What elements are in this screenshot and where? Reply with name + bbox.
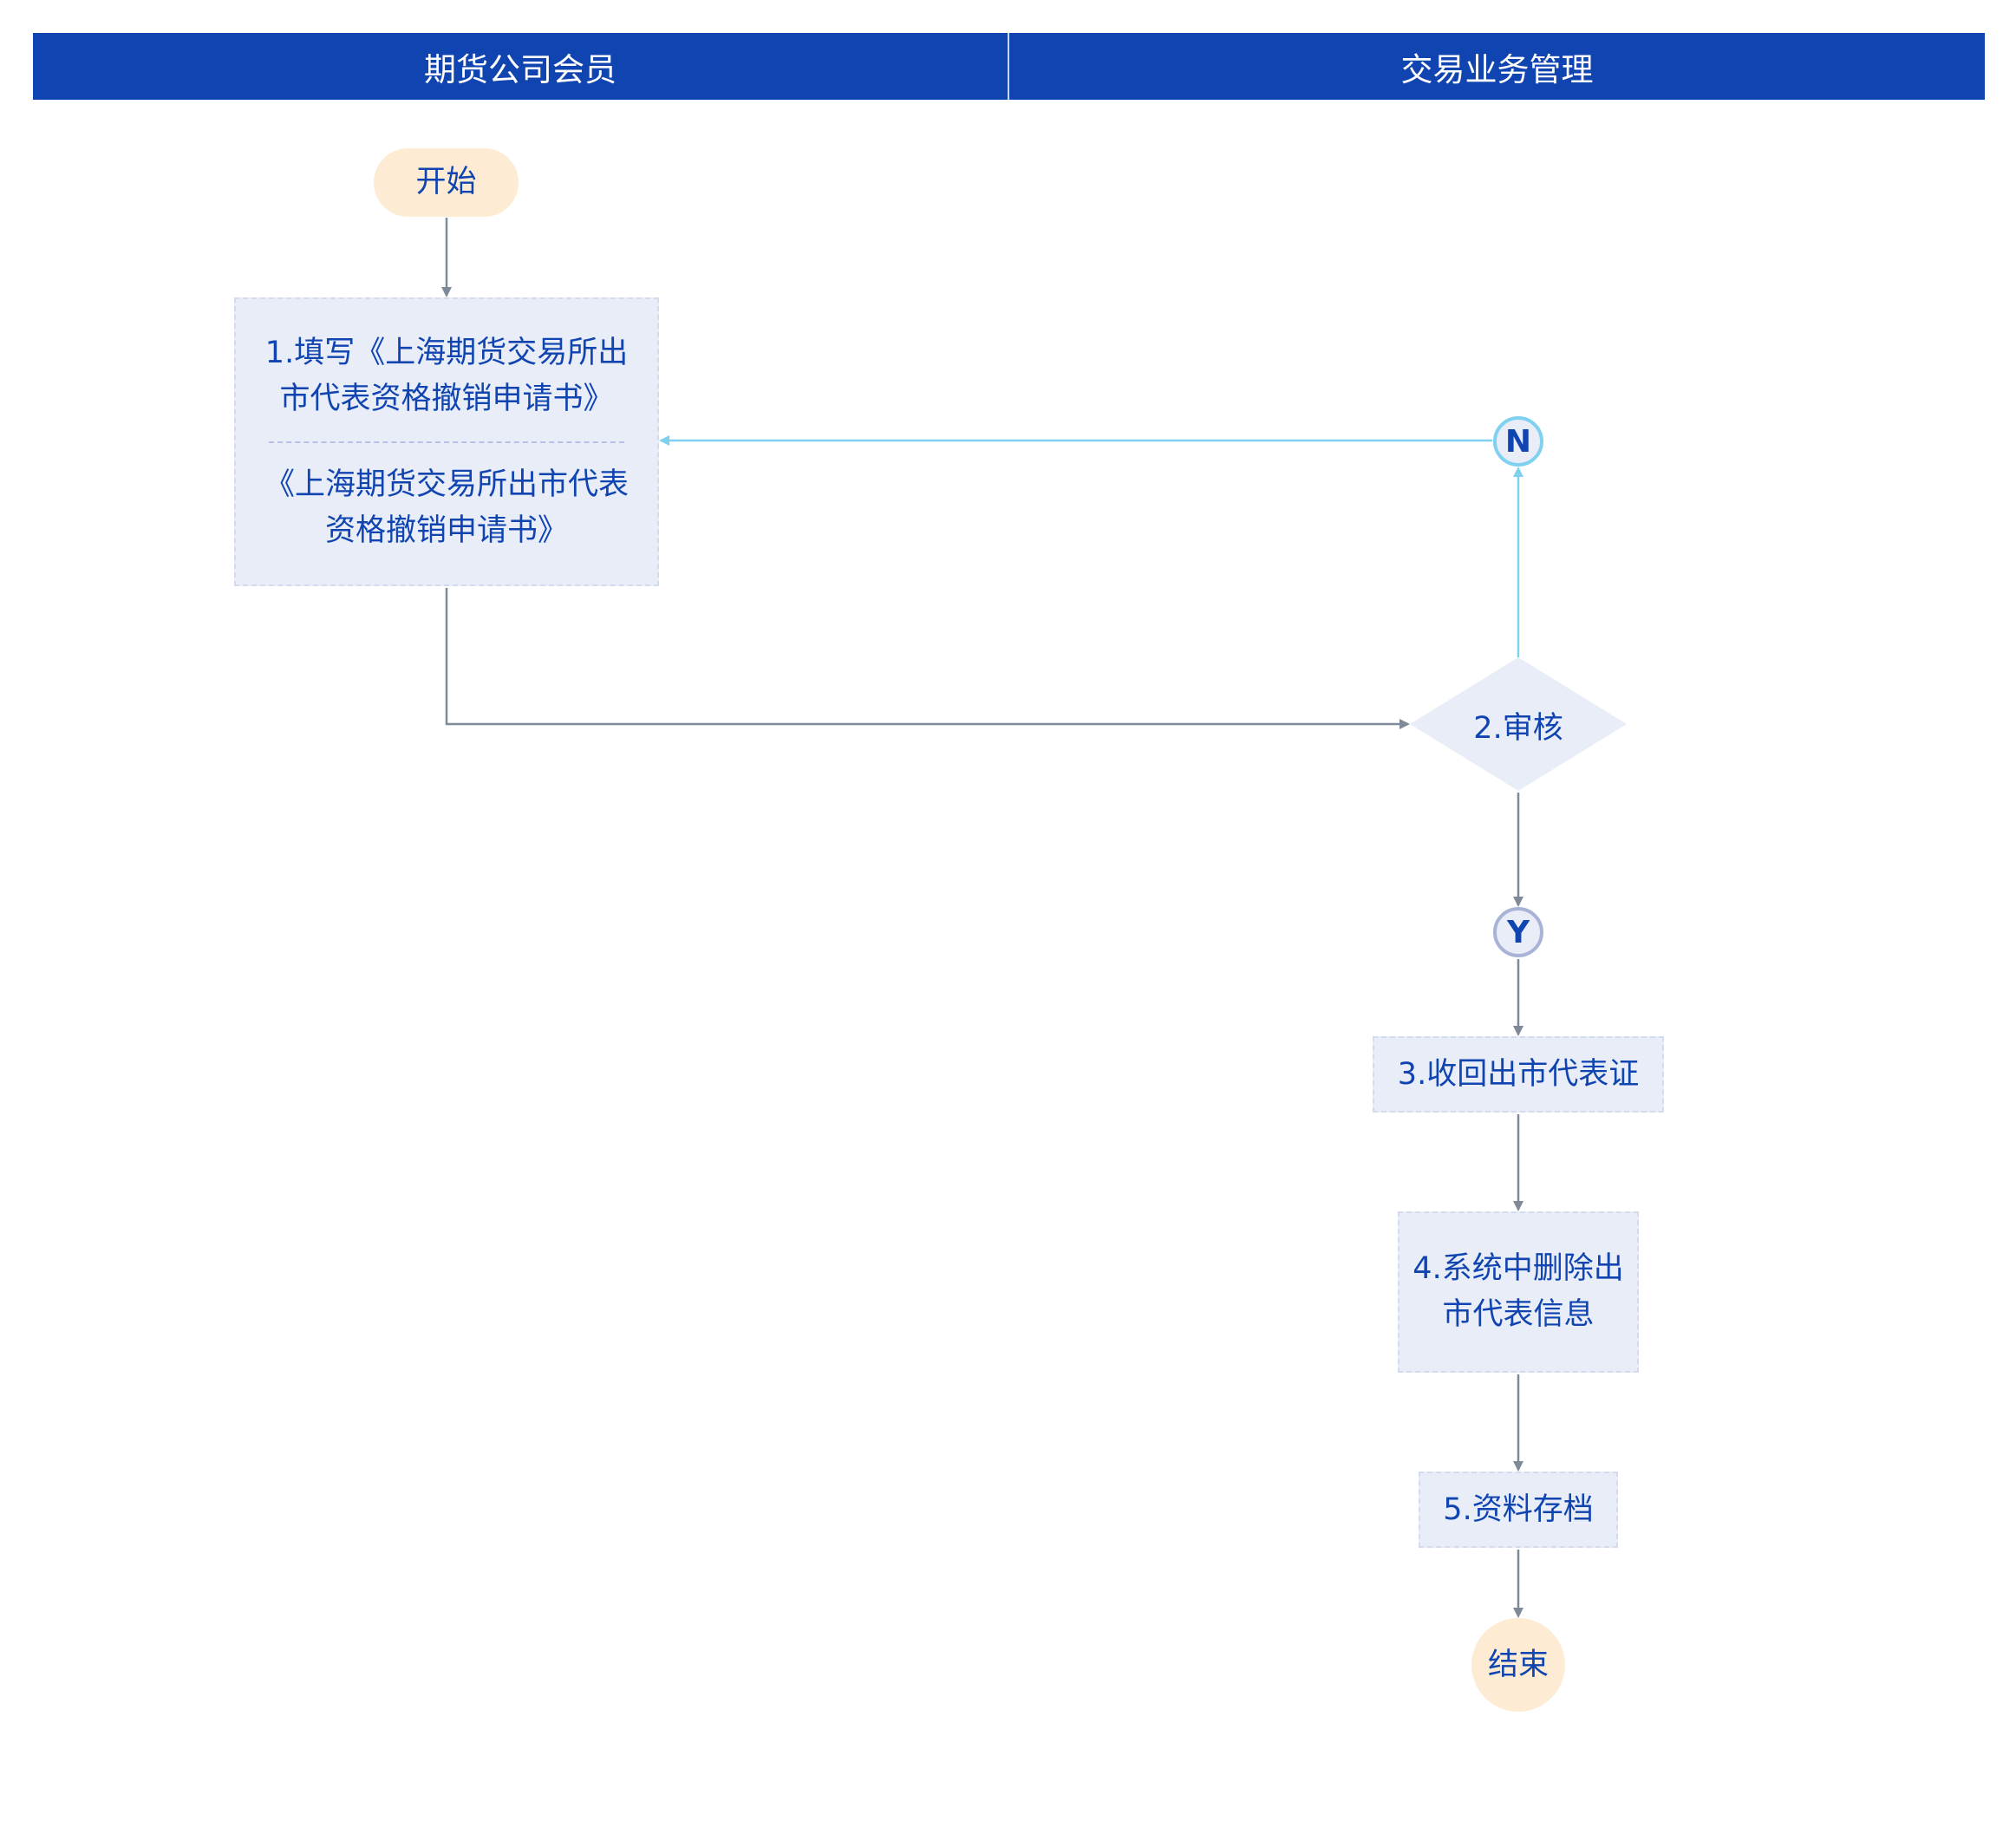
branch-yes-connector: Y xyxy=(1493,907,1543,957)
step3-recover-badge-node: 3.收回出市代表证 xyxy=(1373,1036,1664,1113)
step1-fill-application-node: 1.填写《上海期货交易所出市代表资格撤销申请书》 《上海期货交易所出市代表资格撤… xyxy=(234,297,659,586)
end-node: 结束 xyxy=(1471,1618,1565,1712)
step1-divider xyxy=(269,441,624,443)
lane-title-trading-management: 交易业务管理 xyxy=(1400,50,1594,88)
step5-archive-node: 5.资料存档 xyxy=(1419,1472,1618,1548)
step2-review-label: 2.审核 xyxy=(1473,710,1563,746)
step1-title: 1.填写《上海期货交易所出市代表资格撤销申请书》 xyxy=(264,335,629,416)
lane-separator xyxy=(1008,33,1009,100)
start-node: 开始 xyxy=(374,148,519,217)
branch-no-connector: N xyxy=(1493,416,1543,467)
swimlane-header: 期货公司会员 交易业务管理 xyxy=(33,33,1985,100)
edge-step1-to-review xyxy=(445,588,1410,729)
lane-title-member: 期货公司会员 xyxy=(424,50,617,88)
step1-document: 《上海期货交易所出市代表资格撤销申请书》 xyxy=(264,467,629,548)
review-diamond xyxy=(1410,657,1627,791)
step4-delete-info-node: 4.系统中删除出市代表信息 xyxy=(1398,1211,1639,1373)
